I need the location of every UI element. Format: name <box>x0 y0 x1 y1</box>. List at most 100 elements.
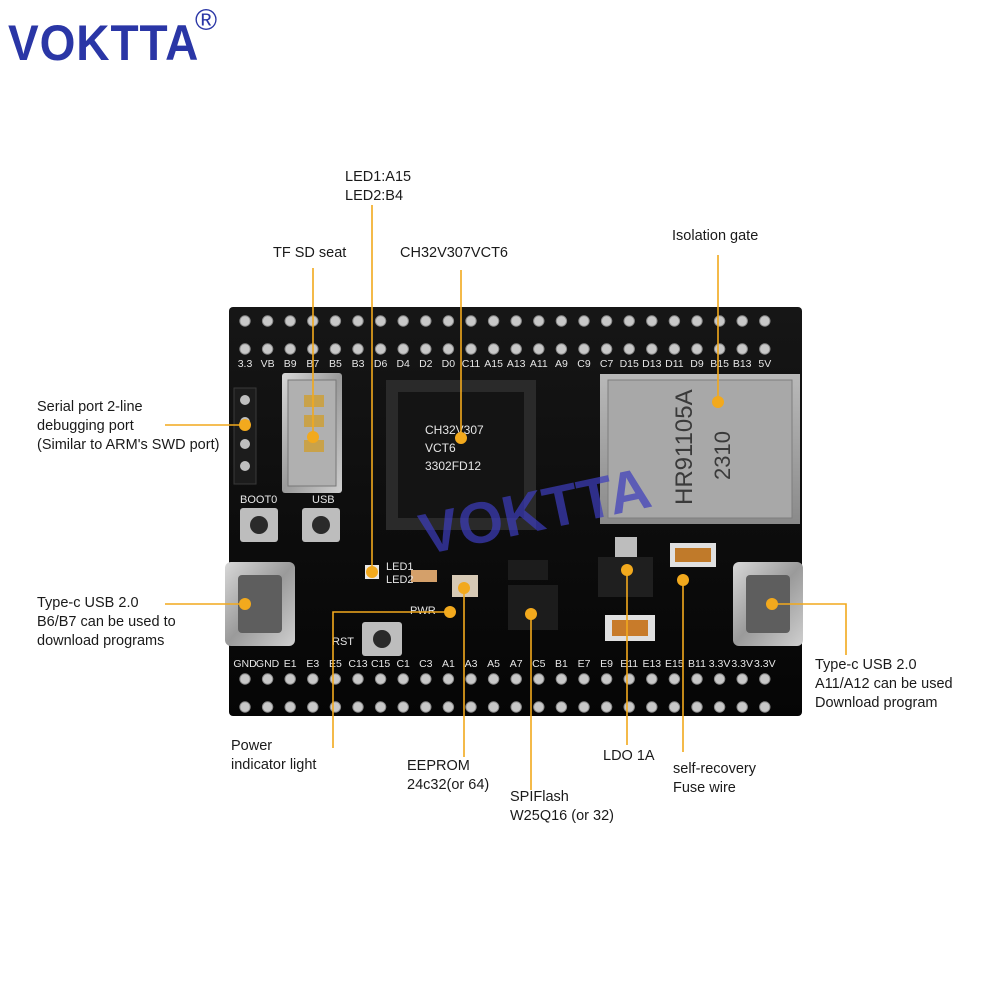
header-pin <box>623 315 635 327</box>
header-pin <box>261 315 274 327</box>
header-pin <box>352 673 364 685</box>
header-pin <box>420 343 432 355</box>
header-pin <box>668 673 681 685</box>
pin-label: B7 <box>306 358 319 370</box>
header-pin <box>442 343 455 355</box>
pin-label: C15 <box>371 658 390 670</box>
header-pin <box>736 701 748 713</box>
header-pin <box>623 343 635 355</box>
pin-label: A13 <box>507 358 526 370</box>
header-pin <box>555 673 568 685</box>
pin-label: C1 <box>396 658 410 670</box>
callout-mcu: CH32V307VCT6 <box>400 245 508 261</box>
header-pin <box>352 343 364 355</box>
header-pin <box>239 343 251 355</box>
header-pin <box>420 315 432 327</box>
swd-header <box>233 387 257 485</box>
header-pin <box>487 673 500 685</box>
pin-label: E5 <box>329 658 342 670</box>
header-pin <box>487 343 500 355</box>
callout-eeprom: EEPROM 24c32(or 64) <box>407 758 490 793</box>
boot0-button: BOOT0 <box>240 494 278 542</box>
pin-label: 3.3V <box>731 658 753 670</box>
magnetics-date: 2310 <box>710 431 735 480</box>
chip-mark-2: VCT6 <box>425 441 456 455</box>
header-pin <box>600 315 613 327</box>
callout-lines <box>165 205 847 790</box>
chip-mark-3: 3302FD12 <box>425 459 481 473</box>
header-pin <box>691 701 703 713</box>
header-pin <box>646 701 658 713</box>
pin-label: A15 <box>484 358 503 370</box>
callout-usb-left: Type-c USB 2.0 B6/B7 can be used to down… <box>37 595 176 649</box>
header-pin <box>374 315 387 327</box>
header-pin <box>442 673 455 685</box>
header-pin <box>713 315 726 327</box>
pin-label: D13 <box>642 358 661 370</box>
header-pin <box>736 673 748 685</box>
led1-label: LED1 <box>386 561 414 573</box>
pin-label: B9 <box>284 358 297 370</box>
pin-label: B1 <box>555 658 568 670</box>
header-pin <box>646 673 658 685</box>
header-pin <box>352 315 364 327</box>
pcb <box>229 307 802 716</box>
header-pin <box>623 673 635 685</box>
pin-label: A7 <box>510 658 523 670</box>
header-pin <box>759 673 771 685</box>
pin-label: A5 <box>487 658 500 670</box>
header-pin <box>533 343 545 355</box>
header-pin <box>284 701 296 713</box>
header-pin <box>284 673 296 685</box>
boot0-label: BOOT0 <box>240 494 277 506</box>
rst-label: RST <box>332 636 354 648</box>
header-pin <box>578 701 590 713</box>
pin-label: E11 <box>620 658 638 670</box>
pin-label: A1 <box>442 658 455 670</box>
header-pin <box>465 343 477 355</box>
pwr-label: PWR <box>410 605 436 617</box>
pin-label: B15 <box>710 358 729 370</box>
pin-label: A3 <box>465 658 478 670</box>
pin-label: B11 <box>688 658 706 670</box>
mcu-chip: CH32V307 VCT6 3302FD12 <box>386 380 536 530</box>
header-pin <box>759 343 771 355</box>
pin-label: C11 <box>462 358 481 370</box>
header-pin <box>397 673 409 685</box>
header-pin <box>691 673 703 685</box>
bottom-header-pins <box>239 673 771 713</box>
header-pin <box>691 343 703 355</box>
pin-label: D11 <box>665 358 684 370</box>
header-pin <box>668 343 681 355</box>
header-pin <box>578 343 590 355</box>
header-pin <box>284 343 296 355</box>
header-pin <box>533 701 545 713</box>
header-pin <box>465 701 477 713</box>
pin-label: E13 <box>642 658 661 670</box>
pin-label: VB <box>261 358 275 370</box>
header-pin <box>736 315 748 327</box>
pin-label: 3.3 <box>238 358 253 370</box>
header-pin <box>646 343 658 355</box>
header-pin <box>261 343 274 355</box>
registered-mark: ® <box>195 4 218 37</box>
pin-label: B5 <box>329 358 342 370</box>
small-components <box>365 537 716 641</box>
header-pin <box>713 701 726 713</box>
pin-label: 3.3V <box>709 658 731 670</box>
header-pin <box>600 673 613 685</box>
header-pin <box>713 343 726 355</box>
header-pin <box>442 701 455 713</box>
header-pin <box>668 315 681 327</box>
header-pin <box>465 315 477 327</box>
rst-button: RST <box>332 622 402 656</box>
header-pin <box>397 701 409 713</box>
usb-c-right <box>733 562 803 646</box>
header-pin <box>533 673 545 685</box>
pin-label: D9 <box>690 358 704 370</box>
pin-label: D0 <box>442 358 456 370</box>
header-pin <box>374 701 387 713</box>
pin-label: C13 <box>348 658 367 670</box>
brand-logo: VOKTTA <box>8 15 200 71</box>
pin-label: B3 <box>352 358 365 370</box>
